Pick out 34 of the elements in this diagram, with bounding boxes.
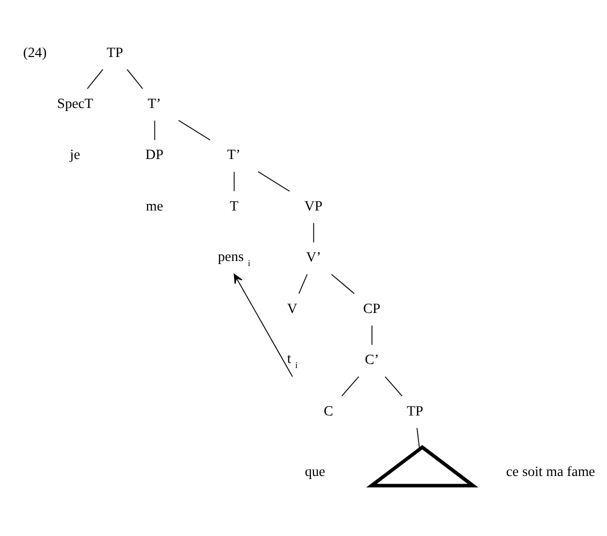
connector xyxy=(258,171,290,192)
node-text: T’ xyxy=(148,96,161,112)
connector xyxy=(298,274,308,294)
node-text: C xyxy=(324,403,334,420)
node-text: T xyxy=(230,198,238,214)
node-text: VP xyxy=(304,198,322,214)
connector xyxy=(86,68,104,90)
node-text: V’ xyxy=(306,250,322,266)
label: (24) xyxy=(23,44,47,61)
node-text: pens $_{i}$ xyxy=(218,248,250,268)
node-text: que xyxy=(304,464,326,480)
node-text: TP xyxy=(406,403,424,420)
node-label: ce soit ma fame xyxy=(506,464,596,480)
node-triangle xyxy=(366,445,478,488)
node-text: T’ xyxy=(227,147,240,164)
node-text: me xyxy=(146,198,164,214)
connector xyxy=(154,120,156,140)
node-text: V xyxy=(287,300,298,317)
connector xyxy=(178,120,211,140)
node-text: TP xyxy=(106,44,124,61)
node-text: DP xyxy=(145,147,164,164)
arrow xyxy=(234,274,293,378)
connector xyxy=(341,376,360,396)
connector xyxy=(331,274,355,294)
node-text: t $_{i}$ xyxy=(287,351,298,370)
connector xyxy=(126,68,144,90)
connector xyxy=(384,376,402,396)
node-text: C’ xyxy=(364,352,379,368)
connector xyxy=(416,428,420,450)
connector xyxy=(313,222,314,243)
connector xyxy=(234,171,235,192)
node-text: je xyxy=(70,147,80,164)
node-text: SpecT xyxy=(57,96,94,112)
node-text: CP xyxy=(363,300,380,317)
